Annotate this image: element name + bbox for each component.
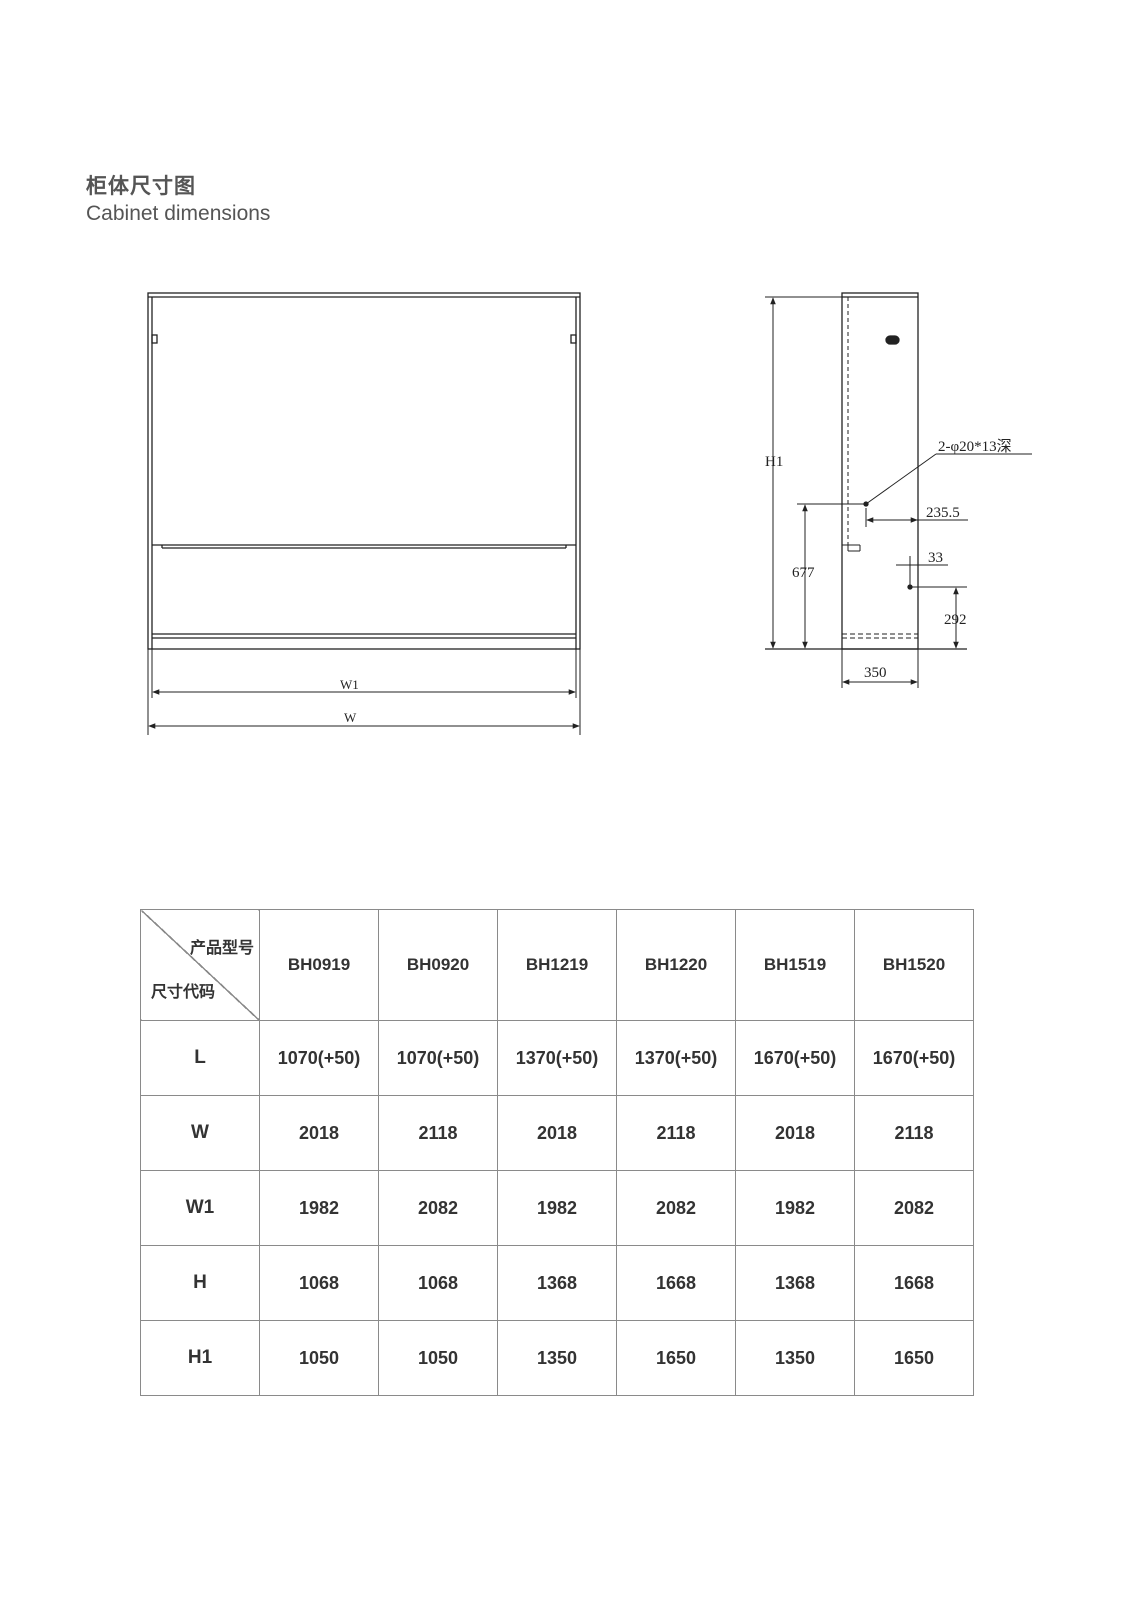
table-cell: 1350 [735,1320,855,1396]
front-view [147,292,581,735]
row-code: W [140,1095,260,1171]
table-cell: 1368 [735,1245,855,1321]
table-cell: 1670(+50) [735,1020,855,1096]
table-cell: 1650 [854,1320,974,1396]
table-cell: 1982 [735,1170,855,1246]
table-row: W 2018 2118 2018 2118 2018 2118 [140,1095,974,1171]
row-code: H [140,1245,260,1321]
table-cell: 2082 [854,1170,974,1246]
table-cell: 2018 [735,1095,855,1171]
page-title-en: Cabinet dimensions [86,202,271,225]
table-cell: 2018 [259,1095,379,1171]
table-cell: 2118 [616,1095,736,1171]
left-hinge [151,334,158,344]
dim-33-label: 33 [928,550,943,566]
table-cell: 1350 [497,1320,617,1396]
table-cell: 2118 [378,1095,498,1171]
row-code: H1 [140,1320,260,1396]
table-row: L 1070(+50) 1070(+50) 1370(+50) 1370(+50… [140,1020,974,1096]
right-hinge [570,334,577,344]
dim-235-label: 235.5 [926,505,960,521]
table-cell: 1368 [497,1245,617,1321]
table-cell: 1068 [378,1245,498,1321]
table-cell: 2082 [616,1170,736,1246]
hole-note-label: 2-φ20*13深 [938,438,1012,455]
model-header: BH0920 [378,909,498,1021]
table-cell: 1070(+50) [259,1020,379,1096]
table-row: H1 1050 1050 1350 1650 1350 1650 [140,1320,974,1396]
table-cell: 1050 [378,1320,498,1396]
model-header: BH1219 [497,909,617,1021]
table-cell: 1650 [616,1320,736,1396]
corner-label-code: 尺寸代码 [151,982,216,1001]
row-code: L [140,1020,260,1096]
table-cell: 1982 [259,1170,379,1246]
w1-label: W1 [340,677,359,692]
lock-hole-icon [885,335,900,345]
model-header: BH1220 [616,909,736,1021]
table-cell: 1670(+50) [854,1020,974,1096]
table-cell: 1068 [259,1245,379,1321]
table-header-row: 产品型号 尺寸代码 BH0919 BH0920 BH1219 BH1220 BH… [140,909,974,1021]
row-code: W1 [140,1170,260,1246]
corner-label-model: 产品型号 [189,938,254,957]
dim-677-label: 677 [792,565,815,581]
table-corner-cell: 产品型号 尺寸代码 [140,909,260,1021]
table-cell: 1982 [497,1170,617,1246]
table-row: W1 1982 2082 1982 2082 1982 2082 [140,1170,974,1246]
table-cell: 1070(+50) [378,1020,498,1096]
table-cell: 1370(+50) [616,1020,736,1096]
page-title-cn: 柜体尺寸图 [86,174,196,198]
front-cabinet-outline [147,292,581,650]
dimensions-table: 产品型号 尺寸代码 BH0919 BH0920 BH1219 BH1220 BH… [140,909,974,1396]
side-view [765,292,1032,688]
table-cell: 1668 [854,1245,974,1321]
table-cell: 1370(+50) [497,1020,617,1096]
table-cell: 2118 [854,1095,974,1171]
model-header: BH1519 [735,909,855,1021]
w-label: W [344,710,357,725]
table-row: H 1068 1068 1368 1668 1368 1668 [140,1245,974,1321]
model-header: BH0919 [259,909,379,1021]
hole-leader-line [865,453,937,505]
model-header: BH1520 [854,909,974,1021]
side-cabinet-outline [841,292,919,650]
table-cell: 1668 [616,1245,736,1321]
table-cell: 1050 [259,1320,379,1396]
h1-label: H1 [765,454,783,470]
cabinet-drawings: W1 W [147,292,1032,735]
dim-350-label: 350 [864,665,887,681]
table-cell: 2018 [497,1095,617,1171]
dim-292-label: 292 [944,612,967,628]
table-cell: 2082 [378,1170,498,1246]
